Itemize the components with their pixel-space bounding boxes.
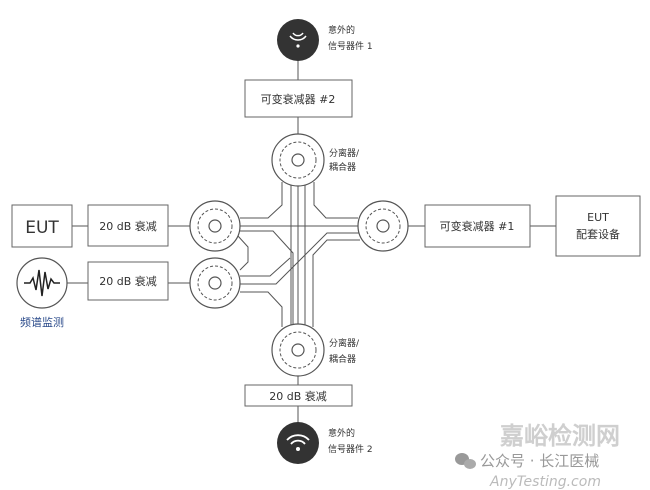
splitter-bottom: 分离器/ 耦合器 xyxy=(271,323,360,377)
interference-source-2: 意外的 信号器件 2 xyxy=(277,422,373,464)
spectrum-monitor: 频谱监测 xyxy=(16,257,68,329)
variable-attenuator-2-label: 可变衰减器 #2 xyxy=(261,92,336,106)
attenuator-20db-bottom-label: 20 dB 衰减 xyxy=(269,389,327,403)
interference-source-1: 意外的 信号器件 1 xyxy=(277,19,373,61)
eut-support-equipment: EUT 配套设备 xyxy=(555,195,641,257)
attenuator-20db-1: 20 dB 衰减 xyxy=(87,204,169,247)
variable-attenuator-1: 可变衰减器 #1 xyxy=(424,204,531,248)
source-1-label: 意外的 xyxy=(328,24,355,36)
watermark: 嘉峪检测网 公众号 · 长江医械 AnyTesting.com xyxy=(455,422,620,490)
eut-label: EUT xyxy=(25,218,59,238)
attenuator-20db-2-label: 20 dB 衰减 xyxy=(99,274,157,288)
wifi-icon xyxy=(277,422,319,464)
variable-attenuator-2: 可变衰减器 #2 xyxy=(244,79,353,118)
watermark-account: 公众号 · 长江医械 xyxy=(480,452,599,470)
watermark-site-en: AnyTesting.com xyxy=(489,474,601,490)
waveform-icon xyxy=(16,257,68,309)
attenuator-20db-1-label: 20 dB 衰减 xyxy=(99,219,157,233)
splitter-top-label-2: 耦合器 xyxy=(329,161,356,173)
splitter-top: 分离器/ 耦合器 xyxy=(271,133,360,187)
wechat-icon xyxy=(455,453,476,469)
splitter-bottom-label-2: 耦合器 xyxy=(329,353,356,365)
splitter-bottom-label: 分离器/ xyxy=(329,337,360,349)
variable-attenuator-1-label: 可变衰减器 #1 xyxy=(440,219,515,233)
splitter-top-label: 分离器/ xyxy=(329,147,360,159)
combiner-left-top xyxy=(189,200,241,252)
attenuator-20db-bottom: 20 dB 衰减 xyxy=(244,384,353,407)
attenuator-20db-2: 20 dB 衰减 xyxy=(87,261,169,301)
source-1-label-2: 信号器件 1 xyxy=(328,40,373,52)
source-2-label: 意外的 xyxy=(328,427,355,439)
source-2-label-2: 信号器件 2 xyxy=(328,443,373,455)
combiner-right xyxy=(357,200,409,252)
eut-support-label: EUT xyxy=(587,211,609,224)
watermark-site: 嘉峪检测网 xyxy=(500,422,620,450)
spectrum-monitor-label: 频谱监测 xyxy=(20,315,64,329)
eut-support-label-2: 配套设备 xyxy=(576,227,620,241)
combiner-left-bottom xyxy=(189,257,241,309)
eut-box: EUT xyxy=(11,204,73,248)
